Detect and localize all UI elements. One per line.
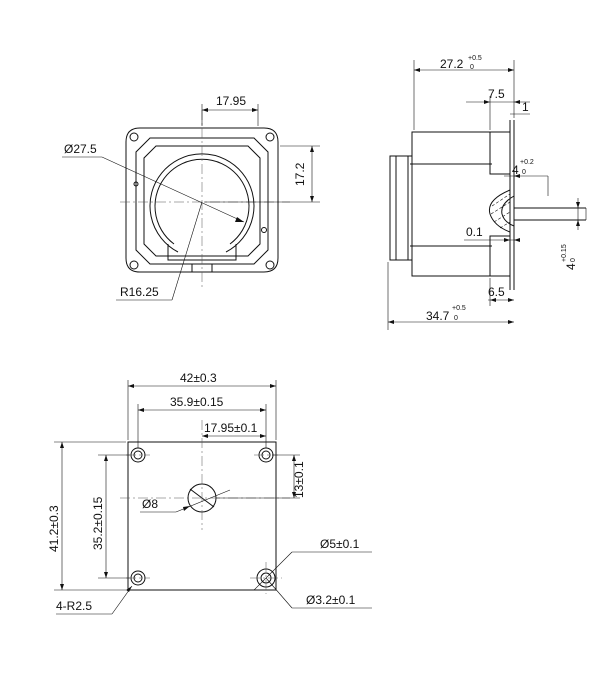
- side-dim-4a: 4: [512, 163, 519, 177]
- side-tol-4b-upper: +0.15: [561, 244, 568, 262]
- bottom-dim-41-2: 41.2±0.3: [47, 505, 61, 552]
- bottom-dim-17-95: 17.95±0.1: [204, 421, 258, 435]
- bottom-dim-35-9: 35.9±0.15: [170, 395, 224, 409]
- bottom-dim-d5: Ø5±0.1: [320, 537, 360, 551]
- side-tol-4a-lower: 0: [522, 169, 526, 176]
- front-dim-radius: R16.25: [120, 285, 159, 299]
- side-tol-34-7-upper: +0.5: [452, 305, 466, 312]
- bottom-dim-42: 42±0.3: [180, 371, 217, 385]
- bottom-view: 42±0.3 35.9±0.15 17.95±0.1 13±0.1 41.2±0…: [47, 371, 372, 615]
- side-tol-27-2-lower: 0: [470, 64, 474, 71]
- side-dim-0-1: 0.1: [466, 225, 483, 239]
- side-dim-27-2: 27.2: [440, 57, 464, 71]
- bottom-dim-13: 13±0.1: [292, 461, 306, 498]
- bottom-dim-r2-5: 4-R2.5: [56, 599, 92, 613]
- bottom-dim-d3-2: Ø3.2±0.1: [306, 593, 356, 607]
- side-dim-1: 1: [522, 100, 529, 114]
- side-tol-4a-upper: +0.2: [520, 159, 534, 166]
- side-dim-34-7: 34.7: [426, 309, 450, 323]
- front-dim-17-95: 17.95: [216, 94, 246, 108]
- front-dim-17-2: 17.2: [293, 162, 307, 186]
- side-tol-4b-lower: 0: [570, 258, 577, 262]
- side-dim-7-5: 7.5: [488, 87, 505, 101]
- side-tol-27-2-upper: +0.5: [468, 55, 482, 62]
- side-view: 27.2 +0.5 0 7.5 1 4 +0.2 0 0.1 4 +0.15 0: [387, 55, 587, 330]
- front-view: 17.95 17.2 Ø27.5 R16.25: [62, 94, 320, 301]
- side-dim-4b: 4: [564, 263, 578, 270]
- side-dim-6-5: 6.5: [488, 285, 505, 299]
- bottom-dim-shaft: Ø8: [142, 497, 158, 511]
- front-dim-diameter: Ø27.5: [64, 142, 97, 156]
- bottom-dim-35-2: 35.2±0.15: [91, 496, 105, 550]
- side-tol-34-7-lower: 0: [454, 315, 458, 322]
